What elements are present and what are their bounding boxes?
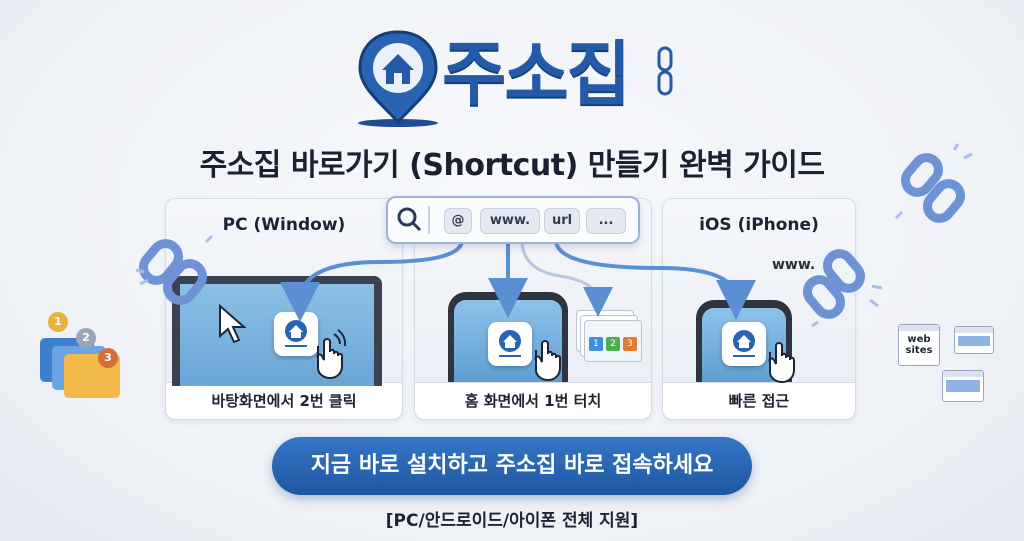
- chip-www[interactable]: www.: [480, 208, 540, 234]
- chain-link-icon: [135, 234, 214, 305]
- web-sites-windows: web sites: [898, 324, 994, 404]
- web-sites-label: web sites: [905, 334, 933, 356]
- shortcut-app-icon[interactable]: [722, 322, 766, 366]
- card-title: PC (Window): [222, 215, 346, 235]
- house-pin-icon: [499, 330, 521, 357]
- logo-text: 주소집: [442, 33, 631, 115]
- install-cta-button[interactable]: 지금 바로 설치하고 주소집 바로 접속하세요: [272, 437, 752, 495]
- card-title: iOS (iPhone): [699, 215, 819, 235]
- chip-url[interactable]: url: [544, 208, 580, 234]
- divider: [428, 206, 430, 234]
- card-caption: 홈 화면에서 1번 터치: [415, 382, 651, 419]
- mini-app-3: 3: [623, 337, 637, 351]
- chip-more[interactable]: ...: [586, 208, 626, 234]
- card-caption: 바탕화면에서 2번 클릭: [166, 382, 402, 419]
- chain-link-icon: [803, 249, 883, 328]
- app-stack: 1 2 3: [576, 310, 642, 362]
- badge-3: 3: [98, 348, 118, 368]
- search-icon: [397, 207, 422, 232]
- link-icon: [657, 46, 673, 96]
- house-pin-icon: [733, 330, 755, 357]
- double-click-hand-icon: [316, 329, 346, 380]
- cursor-icon: [219, 304, 247, 344]
- support-note: [PC/안드로이드/아이폰 전체 지원]: [385, 511, 639, 531]
- browser-window: [954, 326, 994, 354]
- www-label: www.: [772, 257, 816, 273]
- browser-window: [942, 370, 984, 402]
- house-pin-icon: [358, 30, 438, 127]
- tap-hand-icon: [534, 340, 561, 382]
- logo: 주소집: [352, 26, 673, 130]
- page-title: 주소집 바로가기 (Shortcut) 만들기 완벽 가이드: [199, 148, 825, 183]
- address-search-bar[interactable]: @ www. url ...: [386, 196, 640, 244]
- shortcut-app-icon[interactable]: [488, 322, 532, 366]
- mini-app-1: 1: [589, 337, 603, 351]
- chip-at[interactable]: @: [444, 208, 472, 234]
- folders-with-badges: 1 2 3: [36, 308, 126, 398]
- tap-hand-icon: [768, 342, 795, 384]
- badge-1: 1: [48, 312, 68, 332]
- house-pin-icon: [285, 320, 307, 347]
- badge-2: 2: [76, 328, 96, 348]
- chain-link-icon: [894, 143, 973, 223]
- browser-window: web sites: [898, 324, 940, 366]
- mini-app-2: 2: [606, 337, 620, 351]
- card-caption: 빠른 접근: [663, 382, 855, 419]
